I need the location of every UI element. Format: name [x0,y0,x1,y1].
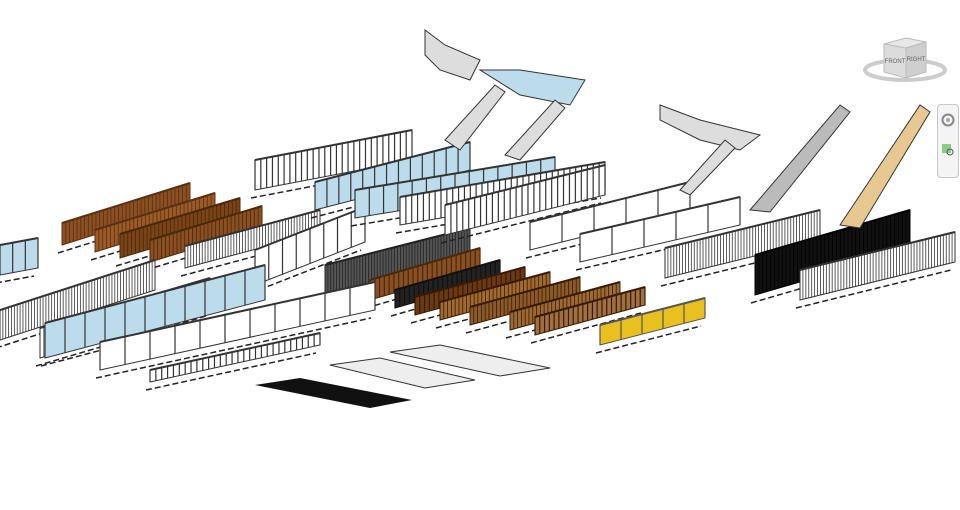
stair-flight[interactable] [748,104,851,213]
stair-flight[interactable] [444,84,506,151]
navigation-bar [937,104,959,178]
railing-metal[interactable] [440,164,606,244]
viewcube[interactable]: FRONT RIGHT [862,32,948,88]
grate-floor[interactable] [389,344,551,377]
railing-ornamental[interactable] [250,206,366,294]
railing-glass[interactable] [40,264,266,367]
stair-flight[interactable] [679,139,736,196]
zoom-region-icon[interactable] [941,143,955,157]
grate-floor[interactable] [255,378,412,408]
grate-floor[interactable] [329,357,476,389]
railing-wood[interactable] [530,286,646,344]
railing-metal[interactable] [795,231,956,309]
railing-ornamental[interactable] [250,129,413,199]
viewcube-front-label: FRONT [885,59,906,65]
railing-low[interactable] [145,332,321,391]
railing-cable[interactable] [575,196,741,271]
stair-landing[interactable] [424,29,481,81]
stair-landing[interactable] [659,104,762,151]
railing-yellow-panel[interactable] [595,297,706,354]
steering-wheel-icon[interactable] [941,113,955,127]
viewcube-right-face[interactable] [905,41,927,79]
railing-glass[interactable] [0,237,39,284]
viewcube-right-label: RIGHT [907,57,926,63]
stair-flight[interactable] [839,104,931,229]
stair-landing[interactable] [478,69,586,106]
railing-post[interactable] [95,281,376,379]
stair-flight[interactable] [504,99,566,161]
